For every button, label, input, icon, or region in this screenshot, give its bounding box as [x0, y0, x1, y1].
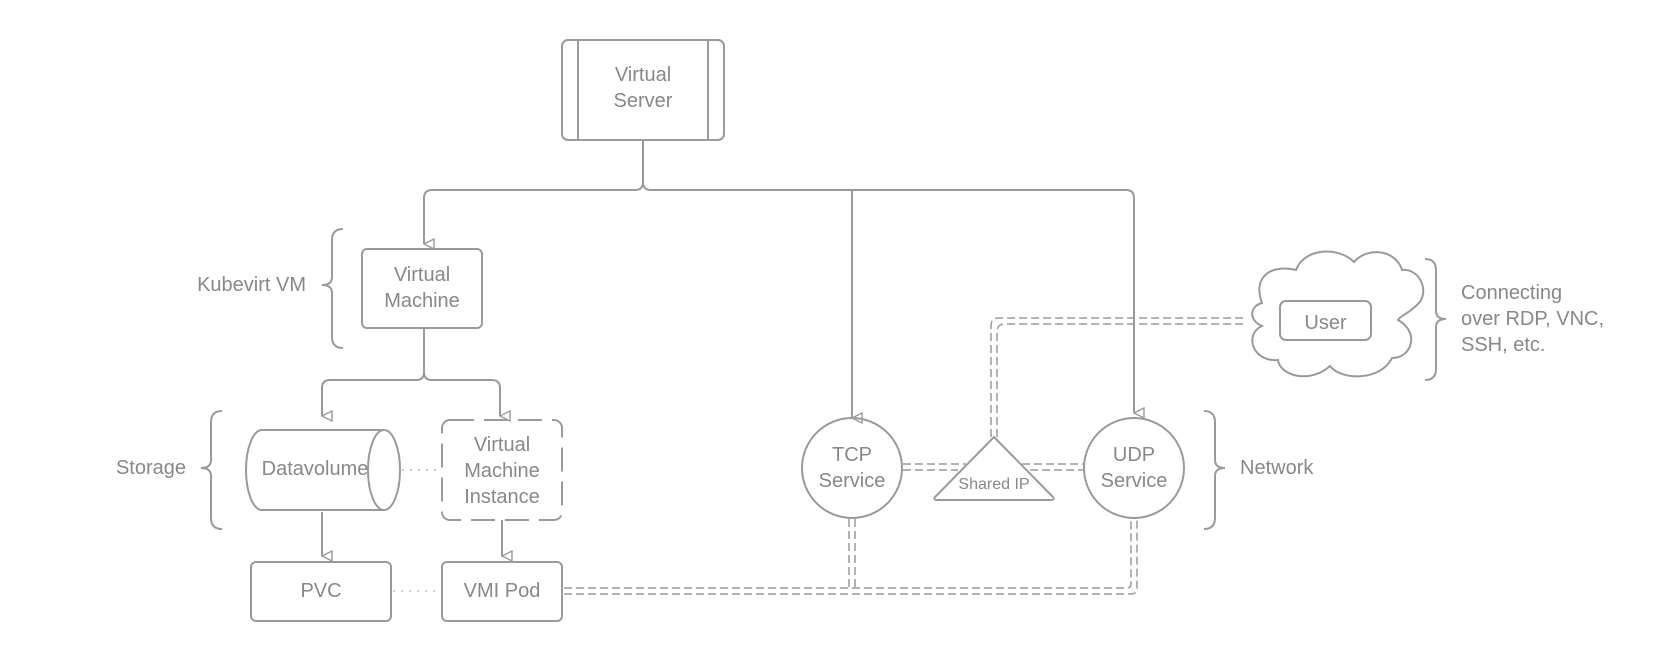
network-label: Network [1240, 457, 1314, 479]
user-cloud [1251, 250, 1425, 378]
virtual-machine-label: Virtual Machine [384, 264, 460, 312]
shared-ip-label: Shared IP [958, 476, 1030, 493]
user-node [1279, 300, 1372, 341]
network-links [564, 317, 1246, 595]
server-connectors [423, 140, 1134, 418]
storage-label: Storage [115, 457, 186, 479]
pvc-node [250, 561, 392, 622]
tcp-service-label: TCP Service [818, 444, 886, 492]
virtual-machine-node [361, 248, 483, 329]
kubevirt-vm-label: Kubevirt VM [197, 274, 306, 296]
datavolume-node [245, 429, 401, 511]
vmi-node [441, 419, 563, 521]
connecting-label: Connecting over RDP, VNC, SSH, etc. [1461, 282, 1605, 356]
vmi-pod-label: VMI Pod [463, 580, 541, 602]
network-bracket [1203, 410, 1226, 530]
vm-connectors [321, 328, 500, 416]
vmi-label: Virtual Machine Instance [464, 434, 540, 508]
pvc-label: PVC [300, 580, 342, 602]
udp-service-node [1083, 417, 1185, 519]
kubevirt-bracket [321, 228, 344, 349]
datavolume-label: Datavolume [261, 458, 369, 480]
shared-ip-node [933, 435, 1055, 501]
virtual-server-label: Virtual Server [613, 64, 673, 112]
connecting-bracket [1424, 258, 1447, 381]
storage-bracket [200, 410, 223, 530]
udp-service-label: UDP Service [1100, 444, 1168, 492]
user-label: User [1304, 312, 1347, 334]
vmi-pod-node [441, 561, 563, 622]
tcp-service-node [801, 417, 903, 519]
